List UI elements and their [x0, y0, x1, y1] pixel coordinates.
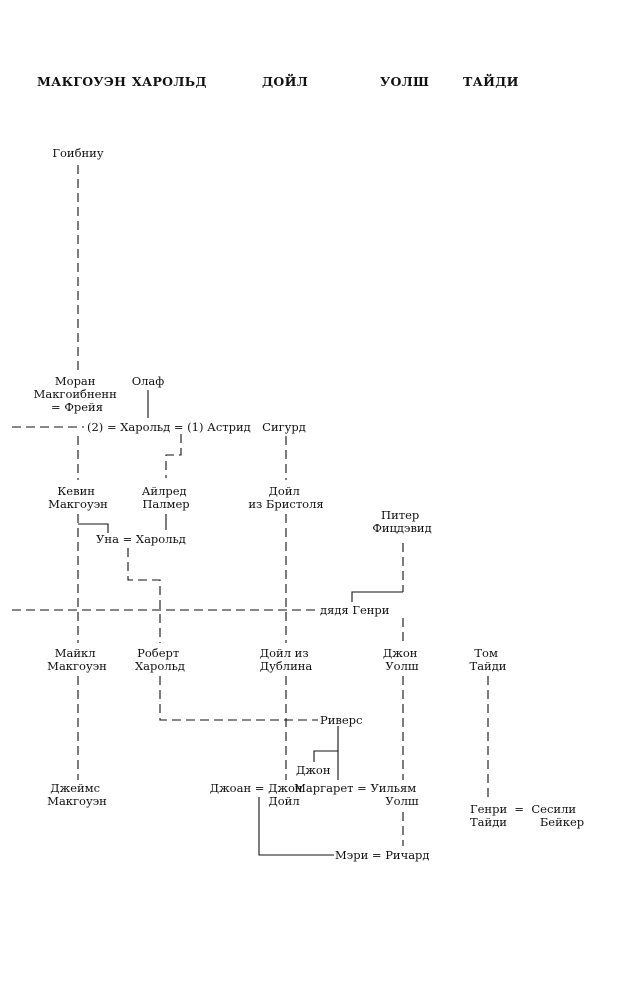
column-headers: МАКГОУЭН ХАРОЛЬД ДОЙЛ УОЛШ ТАЙДИ [37, 73, 519, 89]
person-kevin: Кевин Макгоуэн [48, 484, 108, 511]
header-tidy: ТАЙДИ [463, 73, 519, 89]
line-rivers-children [313, 726, 339, 762]
connector-lines [12, 165, 489, 856]
line-doyle-mary [258, 797, 334, 856]
person-sigurd: Сигурд [262, 420, 306, 434]
header-harold: ХАРОЛЬД [132, 74, 207, 89]
line-robert-rivers [159, 676, 318, 721]
person-john: Джон [296, 763, 331, 777]
person-uncle-henry: дядя Генри [320, 603, 390, 617]
line-harold-ailred [165, 434, 182, 478]
line-kevin-una [78, 523, 109, 533]
person-harold-astrid: (2) = Харольд = (1) Астрид [87, 420, 251, 434]
header-doyle: ДОЙЛ [262, 73, 308, 89]
header-makgouen: МАКГОУЭН [37, 74, 126, 89]
line-una-robert [127, 548, 161, 643]
person-doyle-bristol: Дойл из Бристоля [248, 484, 323, 511]
person-robert: Роберт Харольд [135, 646, 185, 673]
header-walsh: УОЛШ [380, 74, 429, 89]
person-una: Уна = Харольд [96, 532, 186, 546]
person-doyle-dublin: Дойл из Дублина [260, 646, 313, 673]
line-peter-henry [351, 591, 403, 602]
person-mary-richard: Мэри = Ричард [335, 848, 430, 862]
person-goibniu: Гоибниу [52, 146, 103, 160]
person-ailred: Айлред Палмер [142, 484, 191, 511]
person-tom-tidy: Том Тайди [470, 646, 507, 673]
person-moran: Моран Макгоибненн = Фрейя [34, 374, 121, 414]
person-peter: Питер Фицдэвид [372, 508, 431, 535]
person-labels: Гоибниу Моран Макгоибненн = Фрейя Олаф (… [34, 146, 585, 862]
person-margaret-william: Маргарет = Уильям Уолш [294, 781, 420, 808]
person-olaf: Олаф [132, 374, 165, 388]
person-joan-john-doyle: Джоан = Джон Дойл [210, 781, 307, 808]
person-michael: Майкл Макгоуэн [47, 646, 107, 673]
person-john-walsh: Джон Уолш [383, 646, 421, 673]
person-james: Джеймс Макгоуэн [47, 781, 107, 808]
person-rivers: Риверс [320, 713, 363, 727]
person-henry-cecily: Генри = Сесили Тайди Бейкер [470, 802, 584, 829]
